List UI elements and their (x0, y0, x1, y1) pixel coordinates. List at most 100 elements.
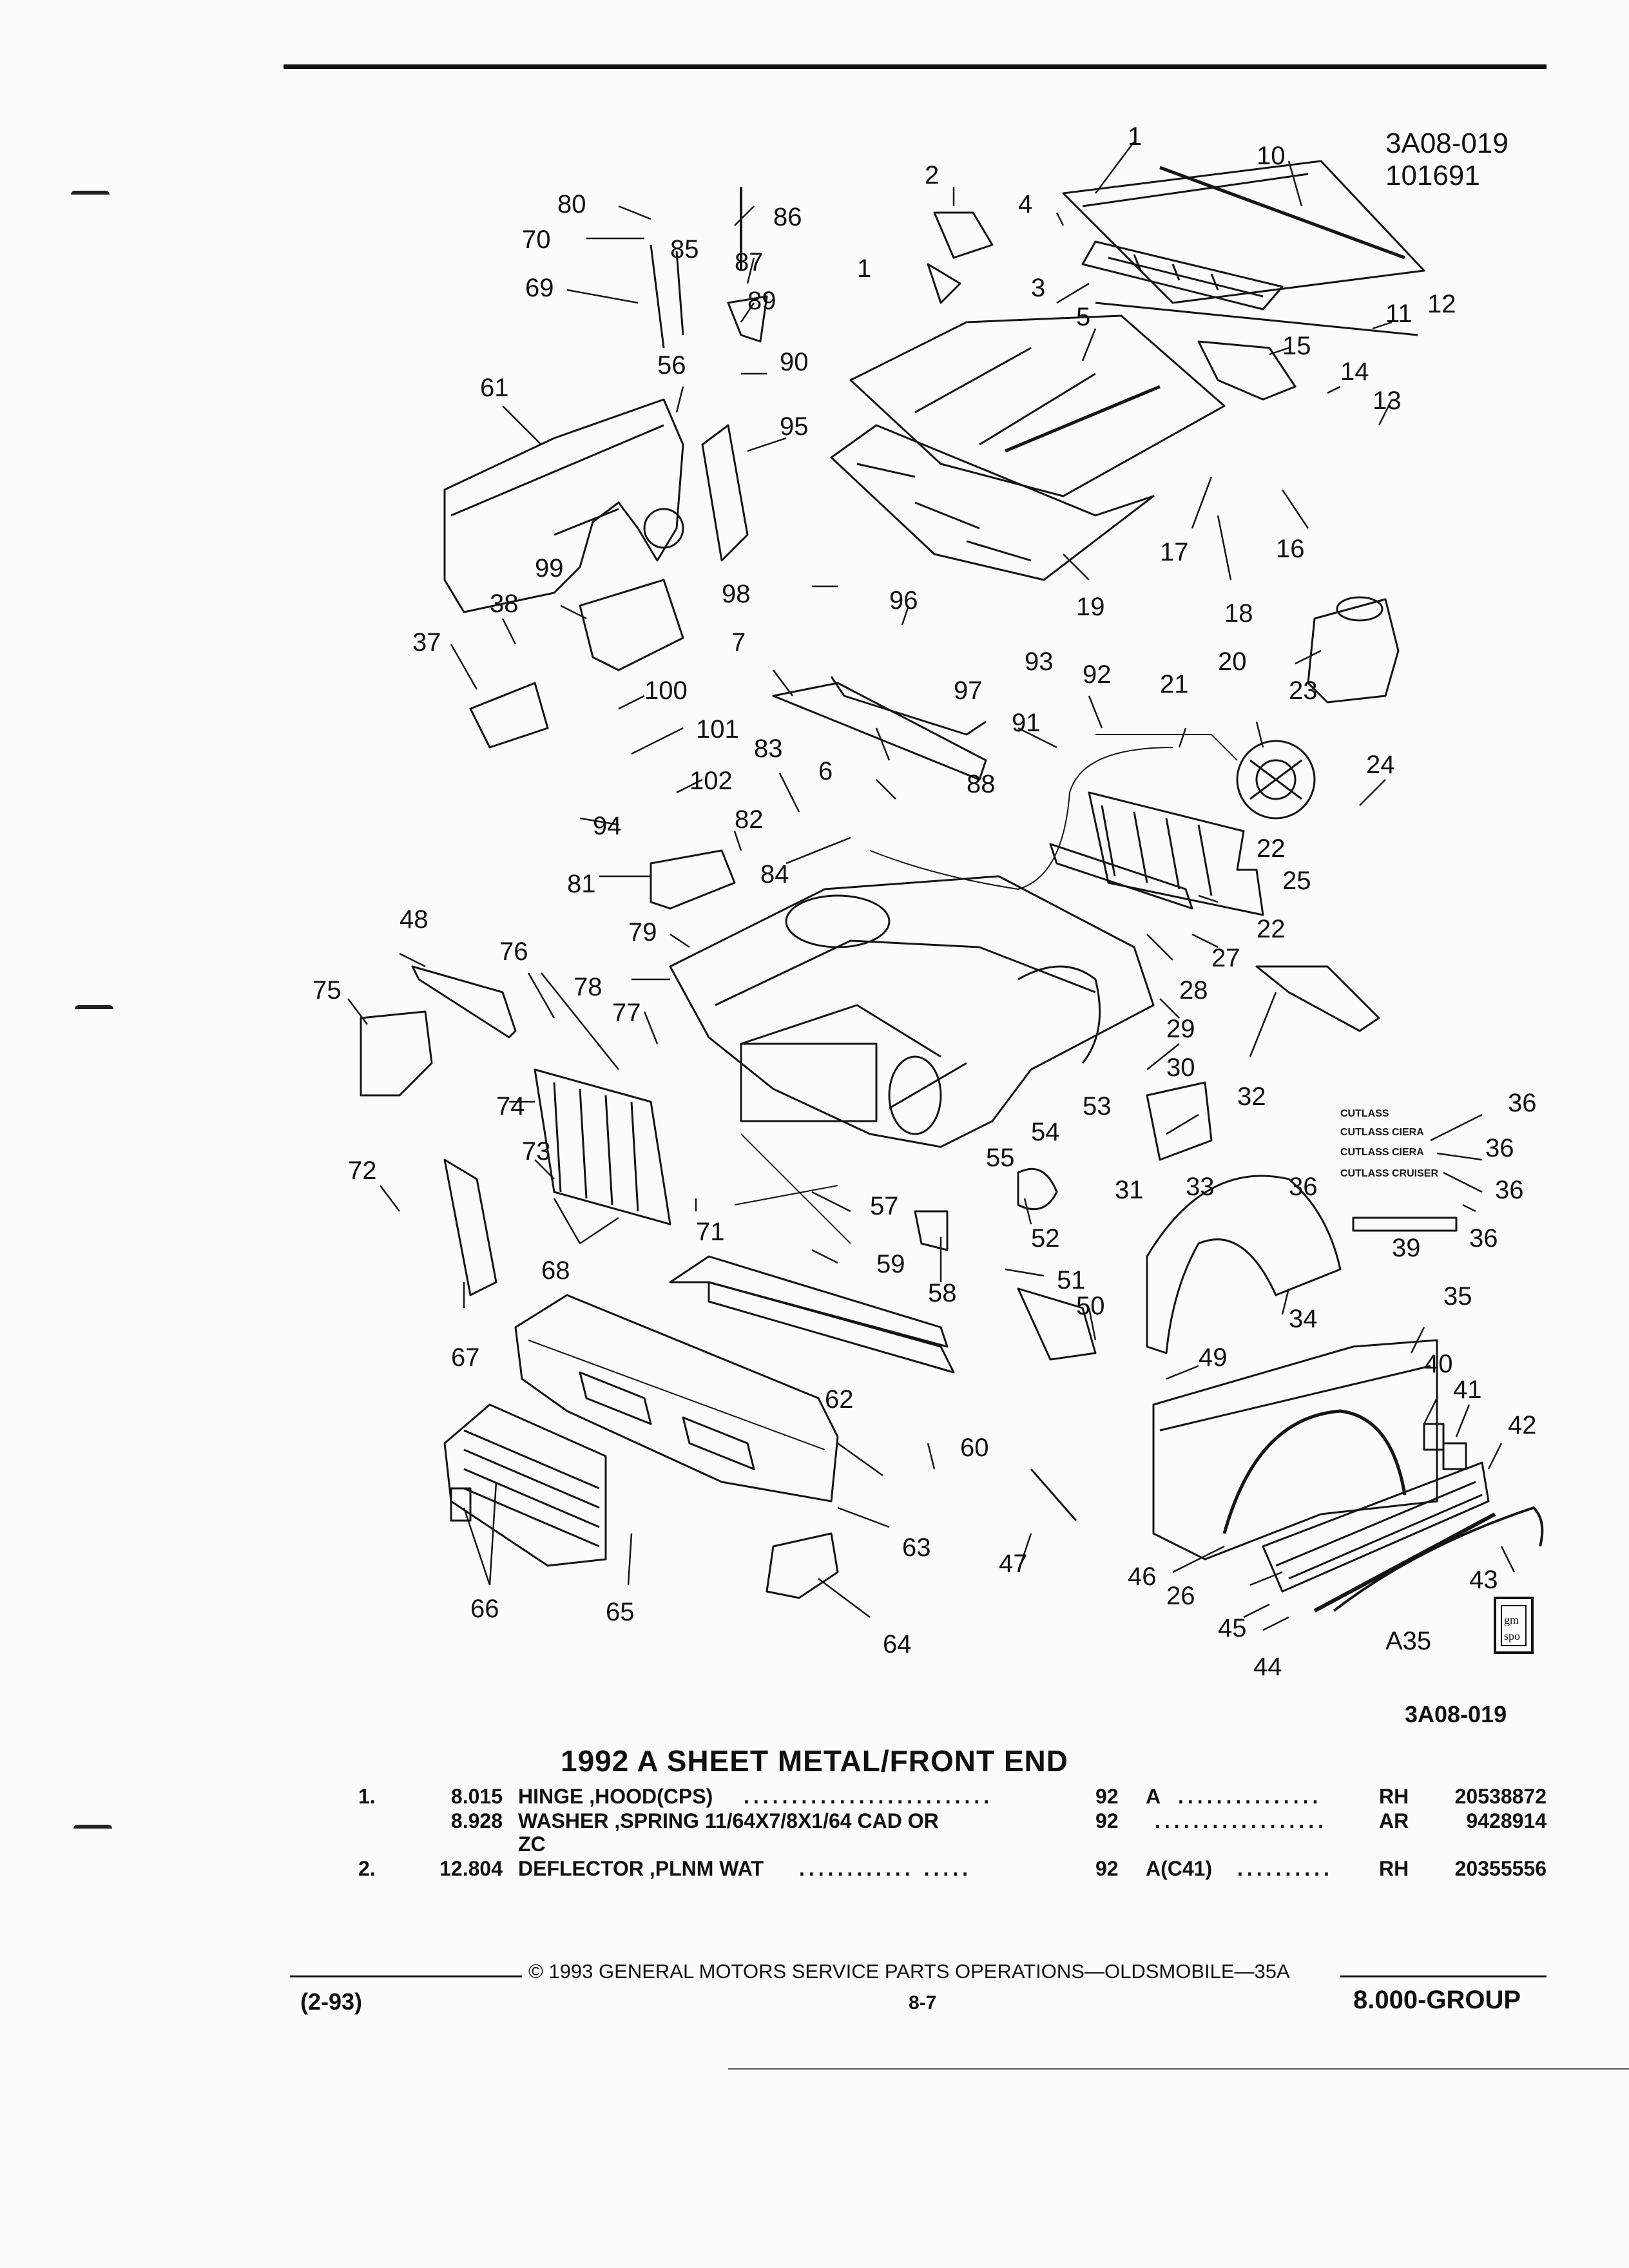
badge-cutlass: CUTLASS (1340, 1108, 1389, 1119)
callout-87: 98 (722, 580, 751, 608)
callout-74: 48 (400, 905, 429, 934)
binder-mark-middle (75, 1005, 113, 1009)
series: A (1146, 1785, 1161, 1808)
callout-69: 75 (313, 976, 342, 1004)
callout-32: 33 (1186, 1173, 1215, 1201)
callout-65: 71 (696, 1218, 725, 1246)
page-number: 8-7 (909, 1992, 937, 2013)
callout-22: 22 (1257, 915, 1286, 943)
callout-38: 36 (1469, 1224, 1498, 1253)
callout-labels: 1 10 2 4 1 3 5 11 12 15 14 13 17 16 18 1… (313, 122, 1537, 1681)
callout-37: 39 (1392, 1234, 1421, 1262)
leader-dots: ............... (1178, 1785, 1322, 1808)
callout-19: 24 (1366, 751, 1395, 779)
figure-reference: 3A08-019 (1405, 1701, 1507, 1727)
part-description: HINGE ,HOOD(CPS) (518, 1785, 713, 1808)
footer-rule-left (290, 1975, 522, 1977)
callout-100: 86 (773, 203, 802, 231)
callout-93: 97 (954, 677, 983, 705)
callout-57: 42 (1508, 1411, 1537, 1439)
part-description-continued: ZC (518, 1832, 546, 1856)
callout-43: 52 (1031, 1224, 1060, 1253)
callout-12: 17 (1160, 538, 1189, 566)
callout-101: 85 (670, 235, 699, 264)
group-number: 8.000-GROUP (1353, 1986, 1521, 2014)
part-number: 20538872 (1454, 1785, 1547, 1808)
callout-20: 22 (1257, 834, 1286, 863)
callout-10: 14 (1340, 358, 1369, 386)
model-code: A35 (1385, 1627, 1431, 1655)
badge-cutlass-ciera-2: CUTLASS CIERA (1340, 1147, 1424, 1158)
exploded-parts-diagram: 1 10 2 4 1 3 5 11 12 15 14 13 17 16 18 1… (313, 122, 1544, 1681)
leader-dots: ............ ..... (799, 1857, 972, 1880)
svg-text:spo: spo (1504, 1629, 1520, 1642)
callout-98: 89 (747, 287, 776, 315)
part-row: 8.928 WASHER ,SPRING 11/64X7/8X1/64 CAD … (0, 1809, 1629, 1835)
callout-61: 45 (1218, 1614, 1247, 1642)
callout-80: 94 (593, 812, 622, 840)
callout-15: 19 (1076, 593, 1105, 621)
index-code: 12.804 (439, 1857, 503, 1880)
callout-88: 96 (889, 586, 918, 615)
callout-27: 32 (1237, 1082, 1266, 1111)
callout-26: 30 (1166, 1053, 1195, 1082)
callout-48: 60 (960, 1434, 989, 1462)
callout-52: 65 (606, 1598, 635, 1626)
callout-73: 79 (628, 918, 657, 947)
date-code: 101691 (1385, 160, 1480, 191)
callout-53: 66 (470, 1595, 499, 1623)
callout-31: 31 (1115, 1176, 1144, 1204)
index-code: 8.015 (450, 1785, 503, 1808)
callout-82: 101 (696, 715, 739, 744)
callout-16: 20 (1218, 648, 1247, 676)
callout-30: 55 (986, 1144, 1015, 1172)
callout-104: 69 (525, 274, 554, 302)
copyright-notice: © 1993 GENERAL MOTORS SERVICE PARTS OPER… (528, 1960, 1290, 1983)
callout-64: 68 (541, 1256, 570, 1285)
footer-rule-right (1340, 1975, 1547, 1977)
callout-67: 73 (522, 1137, 551, 1166)
callout-70: 76 (499, 937, 528, 966)
callout-39: 35 (1443, 1282, 1472, 1311)
callout-35: 36 (1289, 1173, 1318, 1201)
part-number: 9428914 (1466, 1809, 1547, 1832)
bottom-rule (728, 2068, 1629, 2070)
badge-cutlass-ciera-1: CUTLASS CIERA (1340, 1127, 1424, 1138)
callout-24: 28 (1179, 976, 1208, 1004)
part-description: WASHER ,SPRING 11/64X7/8X1/64 CAD OR (518, 1809, 939, 1832)
leader-dots: .......................... (744, 1785, 994, 1808)
callout-68: 74 (496, 1092, 525, 1120)
model-badges: CUTLASS CUTLASS CIERA CUTLASS CIERA CUTL… (1340, 1108, 1438, 1179)
item-number: 2. (358, 1857, 376, 1880)
callout-6: 5 (1076, 303, 1090, 331)
callout-40: 34 (1289, 1305, 1318, 1333)
callout-51: 64 (883, 1630, 912, 1658)
callout-34: 36 (1485, 1134, 1514, 1162)
callout-42: 49 (1199, 1343, 1228, 1372)
callout-95: 95 (780, 412, 809, 441)
callout-66: 72 (348, 1157, 377, 1185)
callout-13: 16 (1276, 535, 1305, 563)
part-row: 2. 12.804 DEFLECTOR ,PLNM WAT ..........… (0, 1857, 1629, 1883)
callout-25: 29 (1166, 1015, 1195, 1043)
callout-0: 1 (1128, 122, 1142, 151)
callout-17: 21 (1160, 670, 1189, 698)
callout-14: 18 (1224, 599, 1253, 628)
callout-103: 70 (522, 226, 551, 254)
badge-cutlass-cruiser: CUTLASS CRUISER (1340, 1168, 1438, 1179)
callout-29: 54 (1031, 1118, 1060, 1146)
binder-mark-top (71, 191, 110, 195)
callout-84: 38 (490, 590, 519, 618)
callout-45: 57 (870, 1192, 899, 1220)
callout-91: 92 (1083, 660, 1112, 689)
callout-18: 23 (1289, 677, 1318, 705)
callout-36: 36 (1495, 1176, 1524, 1204)
callout-41: 50 (1076, 1292, 1105, 1320)
position: RH (1379, 1785, 1409, 1808)
binder-mark-bottom (73, 1825, 112, 1829)
callout-105: 61 (480, 374, 509, 402)
callout-58: 43 (1469, 1566, 1498, 1594)
figure-id-block: 3A08-019 101691 (1385, 128, 1509, 192)
section-title: 1992 A SHEET METAL/FRONT END (561, 1744, 1068, 1778)
callout-99: 87 (735, 248, 764, 276)
